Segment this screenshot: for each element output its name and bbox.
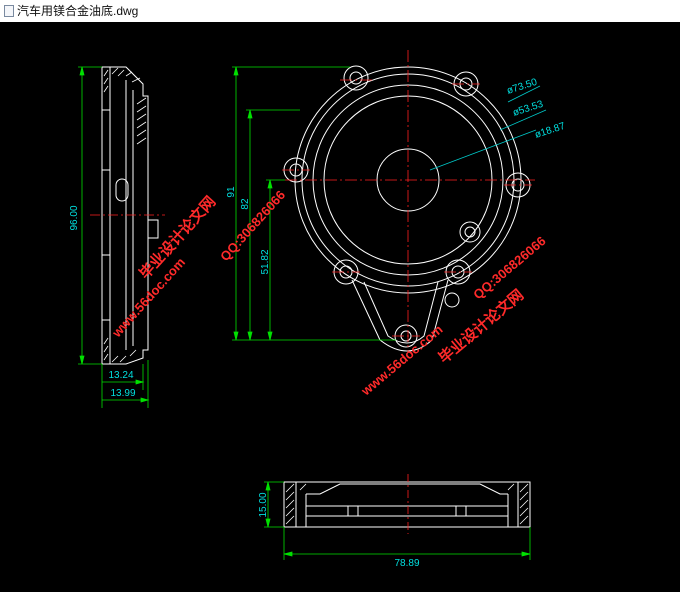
section-view-hatch (285, 483, 529, 525)
front-view-centerlines (282, 50, 535, 352)
document-icon (4, 5, 14, 17)
dim-diameter-18: ø18.87 (534, 121, 567, 141)
dim-diameter-53: ø53.53 (512, 99, 545, 119)
dim-height-total: 96.00 (69, 205, 80, 230)
dim-diameter-73: ø73.50 (506, 77, 539, 97)
front-view (294, 66, 522, 352)
cad-drawing-canvas[interactable]: 96.00 13.24 13.99 (0, 22, 680, 592)
side-view-dimensions (78, 66, 150, 408)
dim-height-91: 91 (226, 186, 237, 198)
window-title: 汽车用镁合金油底.dwg (17, 4, 139, 18)
dim-height-82: 82 (240, 198, 251, 210)
dim-width-13-24: 13.24 (108, 370, 133, 381)
diameter-leaders (429, 85, 547, 171)
dim-width-78-89: 78.89 (394, 558, 419, 569)
dim-depth-15: 15.00 (258, 492, 269, 517)
section-view (283, 481, 531, 528)
front-view-dimensions (232, 66, 396, 341)
side-view-hatch (103, 67, 147, 363)
dim-height-51-82: 51.82 (260, 249, 271, 274)
window-titlebar: 汽车用镁合金油底.dwg (0, 0, 680, 23)
dim-width-13-99: 13.99 (110, 388, 135, 399)
section-view-dimensions (264, 481, 531, 560)
watermark-qq-left: QQ:306826066 (217, 187, 288, 264)
cad-drawing: 96.00 13.24 13.99 (69, 50, 567, 569)
